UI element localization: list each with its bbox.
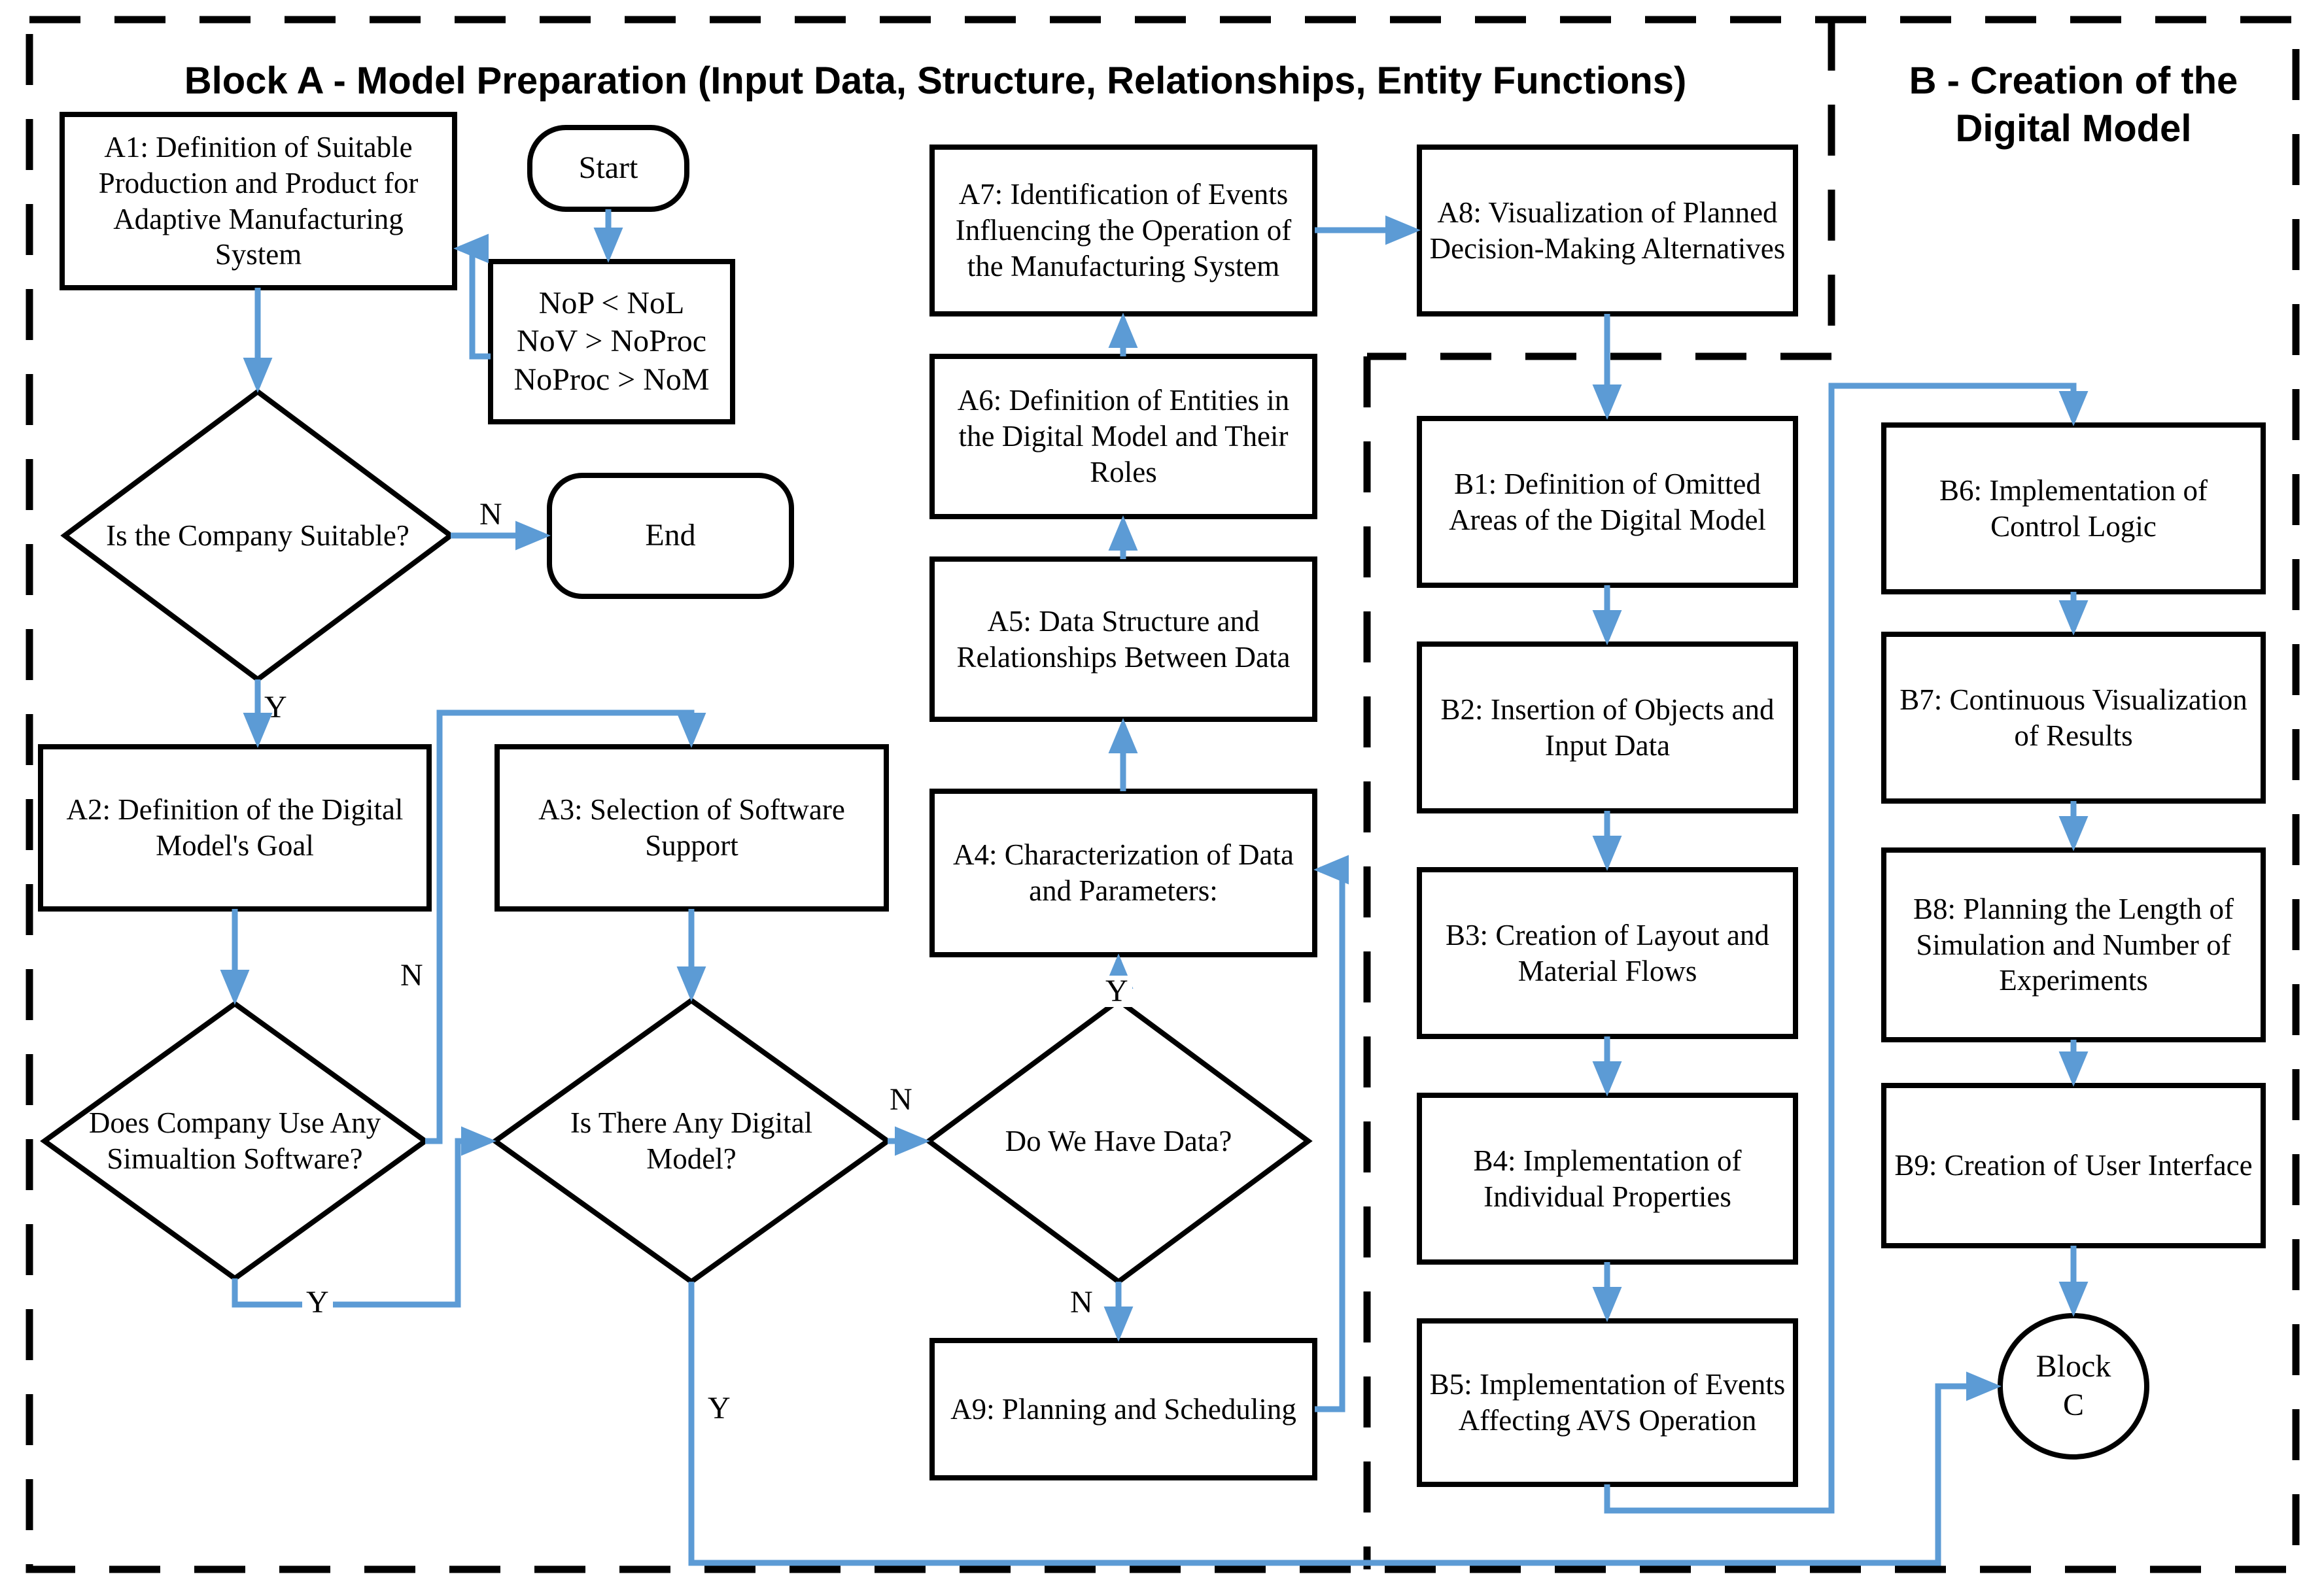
a3-shape	[494, 744, 889, 912]
edge-label-d2-y: Y	[302, 1287, 333, 1318]
edge-label-d3-y: Y	[708, 1391, 731, 1426]
outer-dashed-border	[26, 16, 2300, 1573]
d2-decision: Does Company Use Any Simualtion Software…	[88, 1106, 381, 1175]
a2-node: A2: Definition of the Digital Model's Go…	[66, 793, 404, 862]
b9-node: B9: Creation of User Interface	[1894, 1149, 2253, 1182]
edge-label-d3-n: N	[890, 1082, 912, 1117]
a9-shape	[929, 1338, 1317, 1480]
d3-decision: Is There Any Digital Model?	[570, 1106, 813, 1175]
arrow-a9-to-a4	[1313, 855, 1349, 1412]
b2-node: B2: Insertion of Objects and Input Data	[1440, 692, 1775, 762]
b4-node: B4: Implementation of Individual Propert…	[1473, 1144, 1742, 1213]
b8-node: B8: Planning the Length of Simulation an…	[1913, 892, 2234, 997]
block-c-node: Block C	[2036, 1349, 2111, 1422]
a9-node: A9: Planning and Scheduling	[950, 1392, 1296, 1426]
b1-node: B1: Definition of Omitted Areas of the D…	[1449, 467, 1766, 536]
block-b-title: B - Creation of the Digital Model	[1909, 60, 2238, 150]
arrow-d3-yes-to-block-c	[688, 1282, 2002, 1566]
arrow-b5-to-b6	[1604, 383, 2089, 1514]
arrow-d2-no-to-a3	[425, 709, 706, 1144]
a8-shape	[1417, 145, 1798, 316]
b7-node: B7: Continuous Visualization of Results	[1899, 683, 2247, 752]
a2-shape	[38, 744, 432, 912]
a4-shape	[929, 789, 1317, 957]
b3-node: B3: Creation of Layout and Material Flow…	[1446, 918, 1769, 987]
a8-node: A8: Visualization of Planned Decision-Ma…	[1429, 196, 1786, 265]
dashed-borders	[26, 16, 2300, 1573]
start-node: Start	[578, 150, 638, 186]
a1-node: A1: Definition of Suitable Production an…	[98, 130, 419, 271]
b6-node: B6: Implementation of Control Logic	[1939, 473, 2208, 543]
arrow-conditions-to-a1	[453, 233, 491, 360]
b5-node: B5: Implementation of Events Affecting A…	[1429, 1368, 1786, 1437]
a7-node: A7: Identification of Events Influencing…	[955, 178, 1292, 282]
end-node: End	[645, 518, 696, 553]
a4-node: A4: Characterization of Data and Paramet…	[952, 838, 1294, 907]
a5-shape	[929, 556, 1317, 722]
a5-node: A5: Data Structure and Relationships Bet…	[956, 604, 1291, 674]
a7-shape	[929, 145, 1317, 316]
edge-label-d4-n: N	[1070, 1285, 1093, 1320]
block-a-title: Block A - Model Preparation (Input Data,…	[184, 60, 1687, 102]
conditions-shape	[488, 259, 735, 424]
arrow-d2-yes-to-d3	[232, 1126, 496, 1308]
edge-label-d2-n: N	[400, 958, 423, 993]
a6-node: A6: Definition of Entities in the Digita…	[957, 384, 1290, 488]
edge-label-d1-y: Y	[264, 690, 287, 725]
a3-node: A3: Selection of Software Support	[538, 793, 845, 862]
b8-shape	[1881, 847, 2266, 1042]
d4-decision: Do We Have Data?	[1005, 1124, 1232, 1157]
edge-label-d4-y: Y	[1101, 976, 1132, 1007]
b1-shape	[1417, 416, 1798, 588]
conditions-node: NoP < NoL NoV > NoProc NoProc > NoM	[513, 285, 710, 397]
d1-decision: Is the Company Suitable?	[106, 519, 409, 552]
edge-label-d1-n: N	[479, 497, 502, 532]
